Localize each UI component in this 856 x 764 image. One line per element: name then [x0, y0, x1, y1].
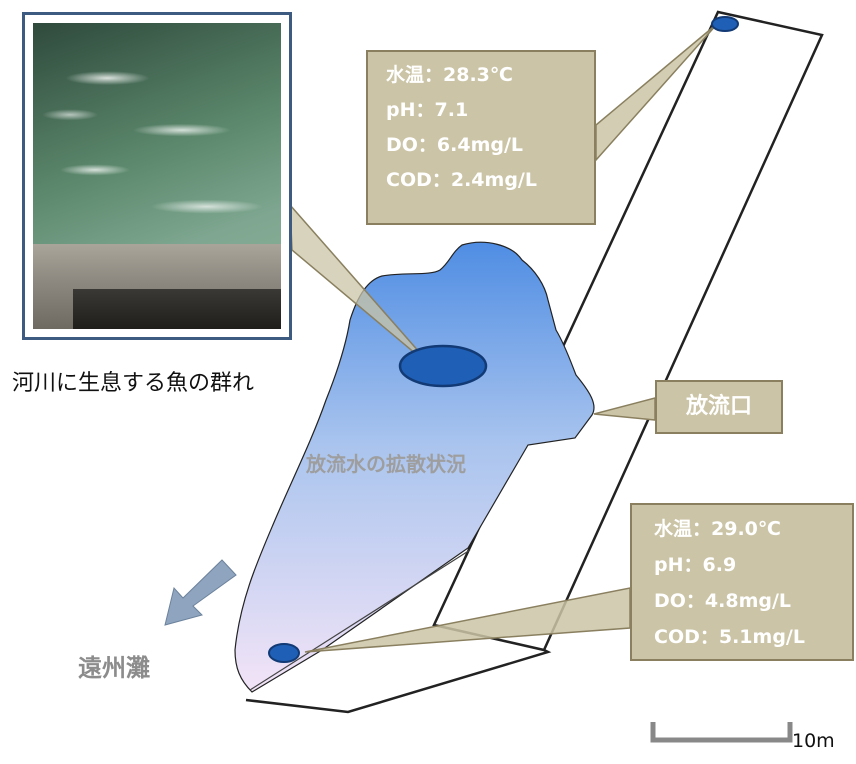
fish-photo-frame [22, 12, 292, 340]
downstream-water-temp: 水温：29.0℃ [654, 518, 781, 540]
fish-photo [33, 23, 281, 329]
upstream-cod: COD：2.4mg/L [386, 169, 537, 191]
outlet-label: 放流口 [655, 380, 783, 434]
upstream-ph: pH：7.1 [386, 99, 469, 121]
sampling-point-downstream [268, 643, 300, 663]
bank-line [245, 648, 552, 714]
downstream-cod: COD：5.1mg/L [654, 626, 805, 648]
upstream-do: DO：6.4mg/L [386, 134, 524, 156]
flow-arrow-icon [164, 559, 237, 626]
upstream-water-quality-callout: 水温：28.3℃ pH：7.1 DO：6.4mg/L COD：2.4mg/L [366, 50, 596, 225]
photo-shadow [73, 289, 281, 329]
sampling-point-upstream [711, 16, 739, 32]
sea-label: 遠州灘 [78, 654, 150, 682]
scale-bar [650, 722, 793, 743]
photo-caption: 河川に生息する魚の群れ [12, 371, 255, 396]
sampling-point-outlet-area [398, 344, 488, 388]
scale-label: 10m [792, 730, 835, 752]
top-callout-pointer [595, 22, 719, 162]
plume-edge [249, 549, 471, 691]
downstream-do: DO：4.8mg/L [654, 590, 792, 612]
discharge-plume [234, 241, 595, 693]
downstream-ph: pH：6.9 [654, 554, 737, 576]
plume-label: 放流水の拡散状況 [306, 452, 466, 476]
downstream-water-quality-callout: 水温：29.0℃ pH：6.9 DO：4.8mg/L COD：5.1mg/L [630, 503, 854, 661]
upstream-water-temp: 水温：28.3℃ [386, 64, 513, 86]
